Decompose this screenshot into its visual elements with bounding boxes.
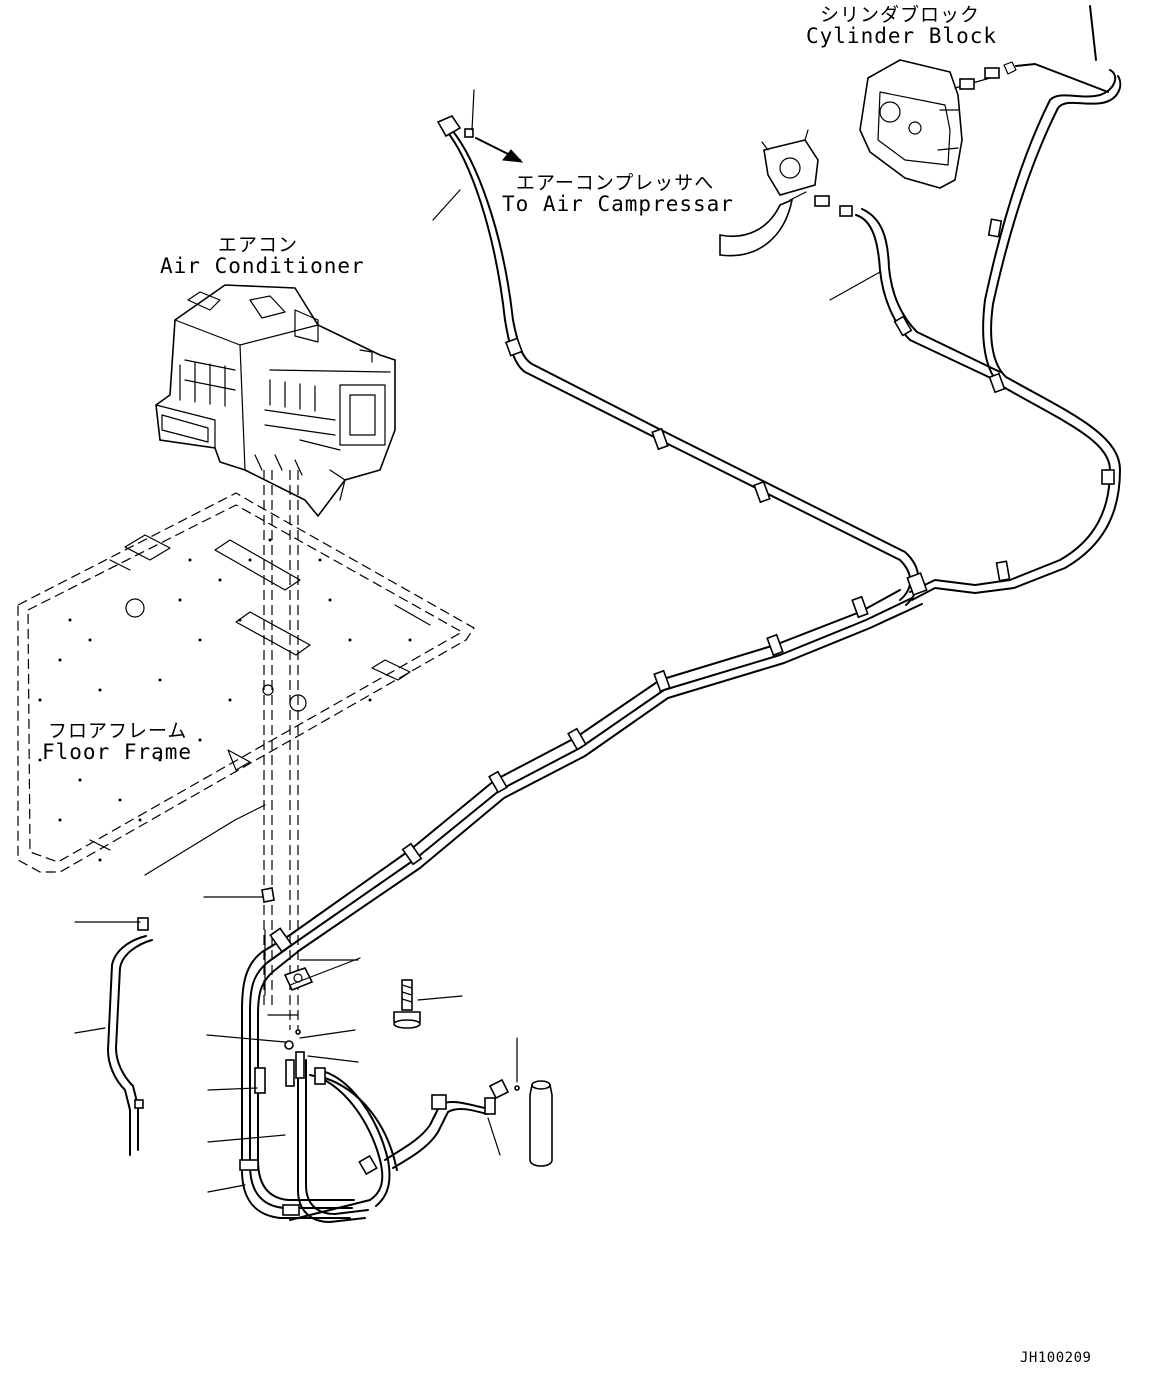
arrow-head-icon (502, 149, 524, 163)
cylinder-block-label-en: Cylinder Block (806, 24, 998, 48)
air-compressor-label-en: To Air Campressar (502, 192, 734, 216)
air-conditioner-label-jp: エアコン (218, 234, 299, 256)
hose-heater-line-inner (861, 208, 1001, 373)
air-compressor-connector (436, 115, 474, 138)
air-conditioner-label-en: Air Conditioner (160, 254, 365, 278)
drawing-code: JH100209 (1020, 1350, 1092, 1366)
hose-cylinder-line-outer (909, 69, 1117, 593)
cylinder-block (859, 59, 1017, 189)
hose-bundle-main (241, 589, 923, 1219)
fittings-bottom (254, 887, 553, 1167)
left-tube (107, 917, 153, 1156)
ac-drop-guide (263, 470, 299, 1030)
hose-compressor-line-outer (445, 129, 912, 601)
cylinder-block-label-jp: シリンダブロック (820, 4, 981, 26)
leader-lines (74, 89, 881, 1193)
floor-frame-plate (17, 492, 475, 873)
air-conditioner-unit (155, 284, 396, 518)
hose-compressor-line-inner (451, 129, 920, 606)
floor-frame-label-jp: フロアフレーム (48, 720, 188, 742)
air-compressor-label-jp: エアーコンプレッサへ (516, 172, 715, 194)
floor-frame-rivets (38, 538, 412, 862)
leader-cylinder-block (1015, 63, 1109, 93)
floor-frame-label-en: Floor Frame (42, 740, 193, 764)
hose-bundle-lower (289, 1059, 488, 1223)
hose-clamps (239, 218, 1115, 1216)
hose-cylinder-line-inner (911, 75, 1122, 601)
water-pipe-elbow (719, 129, 853, 257)
hose-heater-line-outer (855, 214, 996, 381)
